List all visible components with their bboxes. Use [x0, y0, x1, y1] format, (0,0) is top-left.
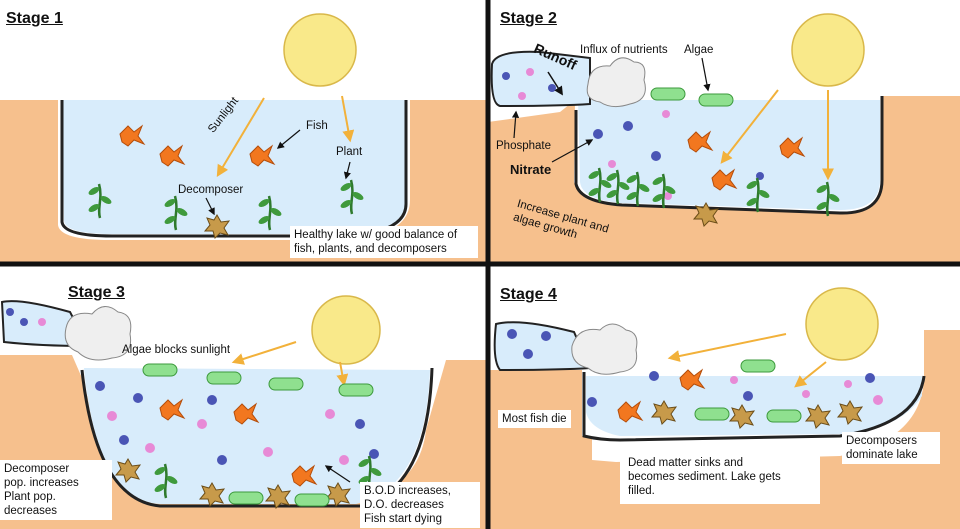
panel-stage-2: [488, 13, 960, 262]
decomposer-label: Decomposer: [178, 184, 244, 196]
phosphate-label: Phosphate: [496, 140, 551, 152]
fish-label: Fish: [306, 120, 328, 132]
sun-icon: [805, 287, 879, 361]
algae-icon: [338, 383, 374, 397]
algae-icon: [294, 493, 330, 507]
panel-stage-3: [0, 295, 488, 529]
sun-icon: [311, 295, 381, 365]
algae-icon: [268, 377, 304, 391]
algae-icon: [142, 363, 178, 377]
nitrate-label: Nitrate: [510, 162, 552, 177]
algae-icon: [740, 359, 776, 373]
algae-icon: [206, 371, 242, 385]
plant-label: Plant: [336, 146, 363, 158]
panel-stage-1: [0, 13, 488, 262]
stage-4-most-fish-note: Most fish die: [498, 410, 571, 428]
algae-icon: [766, 409, 802, 423]
stage-4-dead-matter-note: Dead matter sinks and becomes sediment. …: [620, 450, 820, 504]
algae-label: Algae: [684, 44, 714, 56]
panel-stage-4: [488, 287, 960, 529]
algae-icon: [698, 93, 734, 107]
algae-icon: [228, 491, 264, 505]
stage-1-caption: Healthy lake w/ good balance of fish, pl…: [290, 226, 478, 258]
stage-1-title: Stage 1: [6, 10, 63, 27]
stage-3-title: Stage 3: [68, 284, 125, 301]
sun-icon: [791, 13, 865, 87]
stage-4-title: Stage 4: [500, 286, 557, 303]
cloud-icon: [64, 306, 132, 361]
sun-icon: [283, 13, 357, 87]
algae-icon: [694, 407, 730, 421]
stage-3-bod-note: B.O.D increases, D.O. decreases Fish sta…: [360, 482, 480, 528]
stage-3-decomposer-note: Decomposer pop. increases Plant pop. dec…: [0, 460, 112, 520]
stage-4-decomposers-note: Decomposers dominate lake: [842, 432, 940, 464]
stage-2-title: Stage 2: [500, 10, 557, 27]
algae-blocks-label: Algae blocks sunlight: [122, 344, 231, 356]
cloud-icon: [586, 57, 646, 108]
cloud-icon: [571, 323, 638, 375]
algae-icon: [650, 87, 686, 101]
influx-label: Influx of nutrients: [580, 44, 668, 56]
